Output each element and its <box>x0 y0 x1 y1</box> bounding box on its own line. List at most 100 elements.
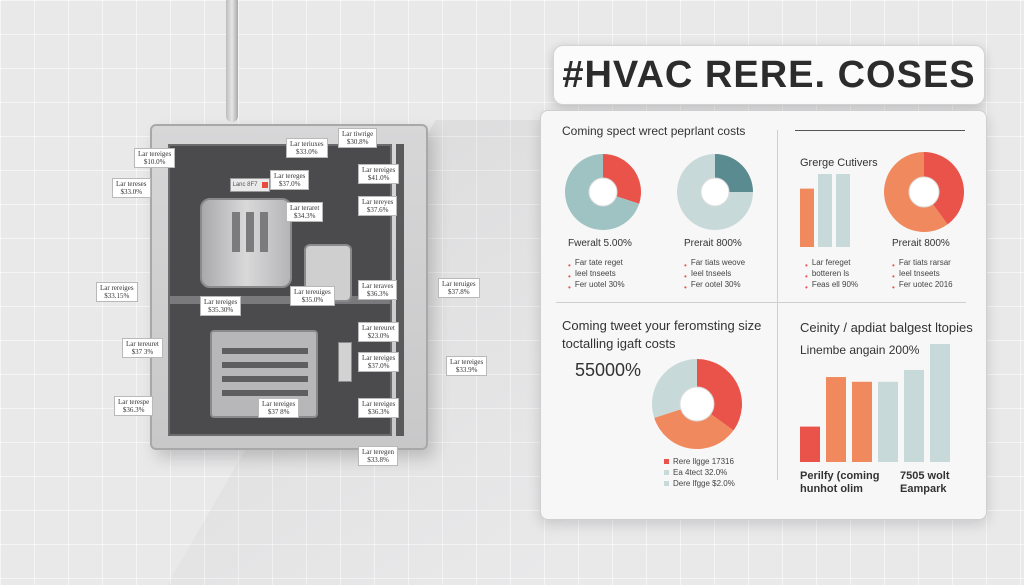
heading-rule <box>795 130 965 131</box>
legend-label: Ieel tnseets <box>574 269 616 278</box>
donut-hole <box>700 177 730 207</box>
part-label-value: $33.0% <box>120 188 143 196</box>
small-bar-chart <box>800 174 850 247</box>
legend-item: •Far tate reget <box>568 257 625 270</box>
small-bar-legend: •Lar fereget•botteren ls•Feas ell 90% <box>805 257 859 292</box>
legend-item: •botteren ls <box>805 268 858 281</box>
bottom-right-caption-right: 7505 wolt Eampark <box>900 470 950 496</box>
legend-swatch: • <box>892 261 895 270</box>
panel-divider-vertical <box>777 130 778 480</box>
large-bar-chart <box>800 344 950 462</box>
part-label-value: $23.0% <box>367 332 390 340</box>
legend-swatch: • <box>684 261 687 270</box>
part-label: Lar tereiges$37.0% <box>358 352 400 372</box>
part-label: Lar rereiges$33.15% <box>96 282 138 302</box>
donut3-legend: •Far tiats rarsar•Ieel tnseets•Fer uotec… <box>892 257 953 292</box>
bottom-right-subheading: Linembe angain 200% <box>800 343 920 357</box>
part-label-name: Lar tereiges <box>262 400 296 408</box>
donut2-legend: •Far tiats weove•Ieel tnseels•Fer ootel … <box>684 257 745 292</box>
part-label-name: Lar tereiges <box>362 166 396 174</box>
legend-label: Feas ell 90% <box>811 280 859 289</box>
part-label-name: Lar tereuiges <box>294 288 331 296</box>
side-rail <box>396 144 404 436</box>
part-label-name: Lar tereiges <box>362 354 396 362</box>
caption-left-line-1: Perilfy (coming <box>800 470 880 482</box>
bar <box>800 188 814 247</box>
part-label-value: $30.8% <box>346 138 369 146</box>
legend-item: •Fer uotec 2016 <box>892 279 953 292</box>
part-label-value: $34.3% <box>293 212 316 220</box>
legend-swatch: • <box>568 261 571 270</box>
part-label-name: Lar tereiges <box>204 298 238 306</box>
part-label-name: Lar tereiges <box>362 400 396 408</box>
legend-item: •Feas ell 90% <box>805 279 859 292</box>
legend-label: Far tiats rarsar <box>898 258 951 267</box>
donut-chart-3 <box>884 152 964 232</box>
part-label: Lar tereiges$41.0% <box>358 164 400 184</box>
legend-swatch: • <box>805 272 808 281</box>
bar <box>826 377 846 462</box>
unit-shelf <box>170 296 390 304</box>
caption-right-line-2: Eampark <box>900 483 947 495</box>
part-label: Lar teregen$33.8% <box>358 446 399 466</box>
blower-motor <box>200 198 292 288</box>
legend-item: •Far tiats weove <box>684 257 745 270</box>
legend-label: Ieel tnseets <box>898 269 940 278</box>
bar <box>800 426 820 462</box>
legend-swatch: • <box>684 283 687 292</box>
legend-item: Rere llgge 17316 <box>664 456 735 467</box>
donut-chart-4 <box>652 359 742 449</box>
donut-chart-1 <box>565 154 641 230</box>
part-label: Lar teruiges$37.8% <box>438 278 480 298</box>
part-label-name: Lar tereiges <box>138 150 172 158</box>
caption-right-line-1: 7505 wolt <box>900 470 950 482</box>
legend-swatch: • <box>568 283 571 292</box>
part-label: Lar tereiges$33.9% <box>446 356 488 376</box>
part-label: Lar tereiges$35.30% <box>200 296 242 316</box>
part-label-value: $41.0% <box>367 174 390 182</box>
part-label-name: Lar teraret <box>290 204 320 212</box>
legend-swatch: • <box>805 261 808 270</box>
big-value: 55000% <box>575 360 642 380</box>
donut-hole <box>588 177 618 207</box>
legend-label: Fer uotec 2016 <box>898 280 953 289</box>
part-label: Lar tereyes$37.6% <box>358 196 398 216</box>
donut2-caption: Prerait 800% <box>684 238 742 249</box>
part-label-name: Lar tereuret <box>126 340 159 348</box>
part-label-name: Lar teraves <box>362 282 394 290</box>
legend-label: Lar fereget <box>811 258 851 267</box>
legend-label: botteren ls <box>811 269 850 278</box>
title-card: #HVAC RERE. COSES <box>553 45 985 105</box>
part-label-name: Lar tiwrige <box>342 130 374 138</box>
panel-divider-horizontal <box>556 302 966 303</box>
legend-swatch: • <box>805 283 808 292</box>
bottom-right-heading: Ceinity / apdiat balgest ltopies <box>800 320 973 335</box>
donut-slice <box>924 152 964 225</box>
top-left-heading: Coming spect wrect peprlant costs <box>562 124 746 138</box>
caption-left-line-2: hunhot olim <box>800 483 863 495</box>
part-label-value: $33.0% <box>296 148 318 156</box>
bar <box>878 381 898 462</box>
part-label: Lar teraret$34.3% <box>286 202 324 222</box>
part-label-value: $35.0% <box>301 296 324 304</box>
bottom-left-heading-1: Coming tweet your feromsting size <box>562 318 762 333</box>
legend-item: •Far tiats rarsar <box>892 257 953 270</box>
part-label: Lar tereuret$37 3% <box>122 338 163 358</box>
donut1-caption: Fweralt 5.00% <box>568 238 632 249</box>
legend-swatch: • <box>892 283 895 292</box>
legend-swatch: • <box>684 272 687 281</box>
donut-chart-2 <box>677 154 753 230</box>
legend-swatch <box>664 459 669 464</box>
part-label: Lar tiwrige$30.8% <box>338 128 378 148</box>
part-label-value: $37 8% <box>267 408 290 416</box>
gauge-text: Lanc 8F7 <box>232 182 258 188</box>
part-label: Lar tereuret$23.0% <box>358 322 399 342</box>
part-label-value: $37.8% <box>448 288 470 296</box>
legend-swatch <box>664 481 669 486</box>
unit-interior: Lanc 8F7 <box>168 144 392 436</box>
legend-item: Ea 4tect 32.0% <box>664 467 735 478</box>
part-label: Lar tereses$33.0% <box>112 178 151 198</box>
legend-label: Fer ootel 30% <box>690 280 741 289</box>
legend-item: Dere lfgge $2.0% <box>664 478 735 489</box>
